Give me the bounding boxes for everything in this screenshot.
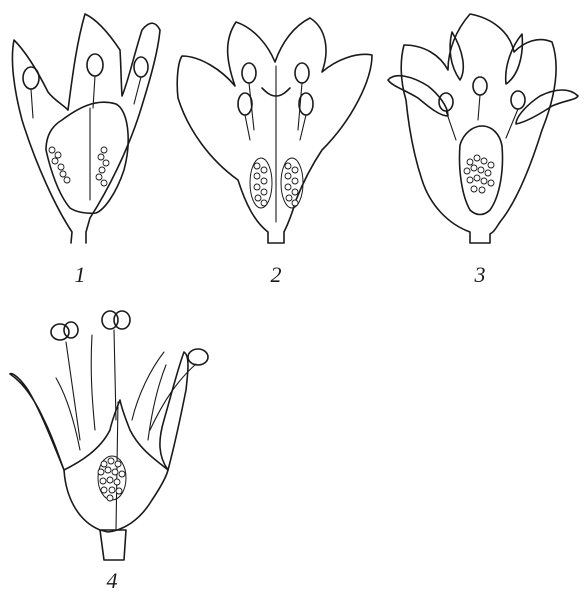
flower-4-ovules: [98, 456, 126, 501]
flower-4-drawing: [10, 311, 208, 560]
panel-label-4: 4: [107, 570, 118, 592]
flower-2-drawing: [177, 18, 372, 243]
flower-3-lobe-top-right: [506, 34, 523, 84]
flower-1-drawing: [12, 14, 160, 243]
flower-1-corolla-outline: [12, 14, 160, 243]
flower-4-stalk: [100, 530, 126, 560]
panel-label-2: 2: [271, 264, 282, 286]
flower-3-lobe-left: [388, 76, 448, 116]
flower-2-corolla-outline: [177, 18, 372, 243]
panel-label-3: 3: [475, 264, 486, 286]
flower-1-stamens: [23, 54, 148, 118]
flower-3-stamens: [439, 77, 525, 140]
panel-label-1: 1: [75, 264, 86, 286]
flower-1-ovules: [49, 147, 109, 186]
flower-3-lobe-top-left: [450, 32, 463, 80]
flower-3-drawing: [388, 14, 578, 243]
flower-4-stamens: [51, 311, 208, 440]
flower-4-sepal-left: [10, 374, 64, 470]
flower-3-corolla-outline: [401, 14, 556, 243]
flower-3-ovules: [464, 155, 494, 193]
flower-4-sepal-inner-left: [56, 335, 95, 450]
flower-4-sepal-inner-right: [132, 352, 166, 440]
